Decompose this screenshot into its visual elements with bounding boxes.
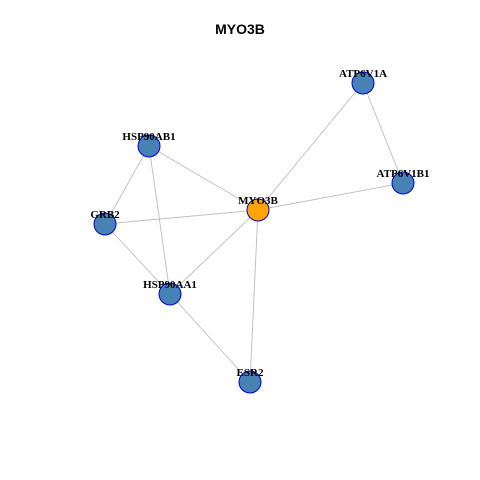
label-layer: MYO3B ATP6V1A ATP6V1B1 HSP90AB1GRB2HSP90AA1… xyxy=(90,68,429,379)
edge-myo3b-atp6v1a xyxy=(257,82,364,211)
edge-myo3b-atp6v1b1 xyxy=(257,182,404,211)
edge-hsp90ab1-grb2 xyxy=(104,145,150,225)
edge-myo3b-esr2 xyxy=(249,209,259,383)
node-label-hsp90ab1: HSP90AB1 xyxy=(122,131,175,143)
node-label-atp6v1a: ATP6V1A xyxy=(339,68,387,80)
node-atp6v1b1[interactable] xyxy=(391,171,415,195)
node-grb2[interactable] xyxy=(93,212,117,236)
node-label-esr2: ESR2 xyxy=(237,367,264,379)
node-label-hsp90aa1: HSP90AA1 xyxy=(143,279,197,291)
edge-grb2-hsp90aa1 xyxy=(104,223,171,295)
node-label-atp6v1b1: ATP6V1B1 xyxy=(377,168,430,180)
edge-layer xyxy=(104,82,404,383)
edge-atp6v1a-atp6v1b1 xyxy=(362,82,404,184)
node-label-myo3b: MYO3B xyxy=(238,195,278,207)
edge-hsp90aa1-esr2 xyxy=(169,293,251,383)
node-atp6v1a[interactable] xyxy=(351,71,375,95)
node-label-grb2: GRB2 xyxy=(90,209,120,221)
edge-myo3b-grb2 xyxy=(104,209,259,225)
node-hsp90ab1[interactable] xyxy=(137,134,161,158)
node-myo3b[interactable] xyxy=(246,198,270,222)
edge-myo3b-hsp90aa1 xyxy=(169,209,259,295)
edge-myo3b-hsp90ab1 xyxy=(148,145,259,211)
node-esr2[interactable] xyxy=(238,370,262,394)
edge-hsp90ab1-hsp90aa1 xyxy=(148,145,171,295)
node-layer xyxy=(93,71,415,394)
node-hsp90aa1[interactable] xyxy=(158,282,182,306)
graph-title: MYO3B xyxy=(215,21,265,37)
